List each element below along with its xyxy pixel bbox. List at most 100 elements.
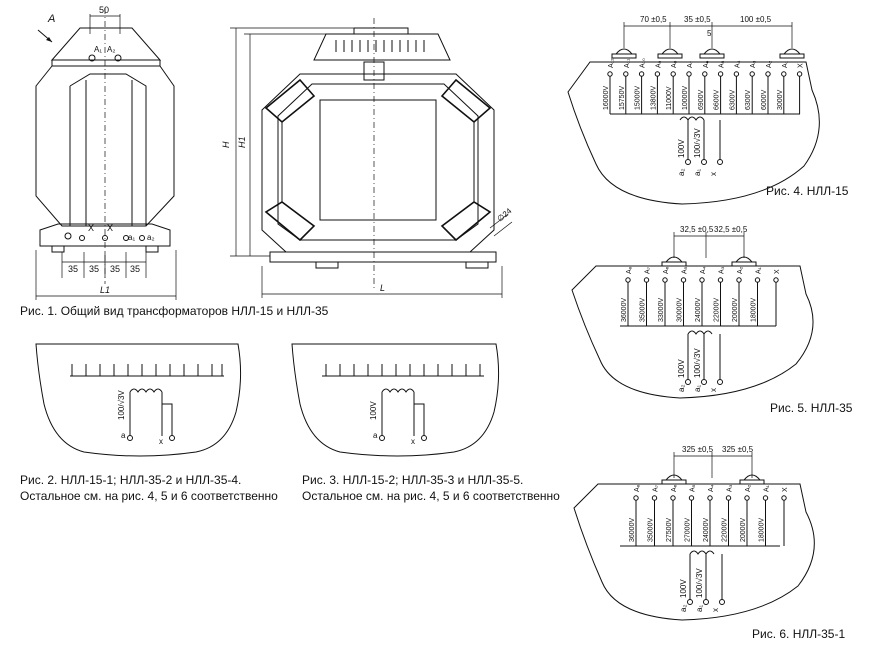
fig4-tap-label: A₃ [750,60,757,68]
spacing-2: 35 [89,264,99,274]
terminal-a2-low: a₂ [147,233,155,242]
fig4-tap-label: X [798,63,805,68]
fig5-tap-label: A₂ [737,266,744,274]
fig4-tap-terminal [623,71,629,77]
fig5-voltage-label: 33000V [658,298,665,322]
fig5-tap-terminal [773,277,779,283]
fig4-voltage-label: 3000V [777,89,784,110]
fig6-voltage-label: 36000V [629,518,636,542]
fig6-dim-2: 325 ±0,5 [722,445,754,454]
fig4-dim-4: 100 ±0,5 [740,15,772,24]
fig6-voltage-label: 18000V [759,518,766,542]
fig6-voltage-label: 35000V [648,518,655,542]
fig5-caption: Рис. 5. НЛЛ-35 [770,401,853,415]
fig5-tap-terminal [717,277,724,283]
fig2-diagram: 100/√3V a x [35,343,242,457]
fig1-front-view: A 50 A₁ A₂ X X a₁ a₂ 35 35 35 35 L1 [35,5,177,300]
fig4-voltage-label: 15750V [619,86,626,110]
fig6-tap-label: A₆ [671,484,678,492]
fig3-caption-line2: Остальное см. на рис. 4, 5 и 6 соответст… [302,489,560,503]
dim-l1: L1 [100,285,110,295]
fig6-tap-label: A₂ [745,484,752,492]
fig5-tap-terminal [662,277,668,283]
fig5-voltage-label: 18000V [751,298,758,322]
fig4-tap-terminal [702,71,708,77]
fig4-diagram: 70 ±0,5 35 ±0,5 5 100 ±0,5 A₁₂16000VA₁₁1… [567,15,820,205]
fig4-taps: A₁₂16000VA₁₁15750VA₁₀15000VA₉13800VA₈110… [603,58,805,114]
fig6-tap-label: A₈ [634,484,641,492]
fig2-caption-line1: Рис. 2. НЛЛ-15-1; НЛЛ-35-2 и НЛЛ-35-4. [20,473,242,487]
fig4-tap-terminal [733,71,740,77]
fig4-tap-terminal [638,71,645,77]
fig2-term-a: a [121,431,126,440]
fig4-tap-label: A₆ [703,60,710,68]
fig4-tap-terminal [607,71,613,77]
fig3-term-x: x [411,437,415,446]
fig3-diagram: 100V a x [291,343,500,457]
fig5-taps: A₈36000VA₇35000VA₆33000VA₅30000VA₄24000V… [621,266,781,326]
dim-h1: H1 [237,136,247,148]
fig5-tap-label: A₈ [626,266,633,274]
fig4-tap-label: A₂ [766,60,773,68]
fig6-tap-terminal [688,495,695,501]
fig5-tap-label: A₃ [719,266,726,274]
fig6-tap-label: A₄ [708,484,715,492]
fig4-voltage-label: 13800V [650,86,657,110]
fig6-sec-voltage-2: 100/√3V [695,568,704,598]
fig6-tap-terminal [707,495,713,501]
fig5-tap-label: A₄ [700,266,707,274]
fig4-tap-terminal [765,71,771,77]
fig5-tap-terminal [699,277,705,283]
fig2-voltage: 100/√3V [117,390,126,420]
fig4-dim-2: 35 ±0,5 [684,15,711,24]
fig6-sec-term-2: a₁ [695,605,704,612]
fig4-voltage-label: 11000V [666,86,673,110]
fig5-diagram: 32,5 ±0,5 32,5 ±0,5 A₈36000VA₇35000VA₆33… [571,225,814,399]
fig6-voltage-label: 24000V [703,518,710,542]
dim-hole: ∅24 [496,206,514,223]
fig4-tap-label: A₉ [655,60,662,68]
fig5-sec-voltage-1: 100V [677,359,686,378]
fig6-tap-terminal [725,495,732,501]
fig3-caption-line1: Рис. 3. НЛЛ-15-2; НЛЛ-35-3 и НЛЛ-35-5. [302,473,524,487]
fig5-dim-1: 32,5 ±0,5 [680,225,714,234]
fig6-caption: Рис. 6. НЛЛ-35-1 [752,627,846,641]
fig5-tap-terminal [754,277,761,283]
fig6-tap-label: A₅ [690,484,697,492]
fig6-tap-terminal [781,495,787,501]
fig5-tap-terminal [736,277,742,283]
fig4-sec-voltage-1: 100V [677,139,686,158]
fig4-tap-label: A₄ [734,60,741,68]
fig5-tap-label: A₁ [756,266,763,274]
fig4-tap-terminal [717,71,724,77]
fig6-voltage-label: 22000V [722,518,729,542]
fig4-sec-term-2: a₁ [693,169,702,176]
fig5-tap-terminal [680,277,687,283]
fig6-tap-label: X [782,487,789,492]
fig3-term-a: a [373,431,378,440]
fig4-voltage-label: 16000V [603,86,610,110]
fig2-term-x: x [159,437,163,446]
fig4-voltage-label: 10000V [682,86,689,110]
fig6-tap-label: A₁ [764,484,771,492]
fig5-voltage-label: 22000V [714,298,721,322]
fig5-tap-label: X [774,269,781,274]
fig4-tap-label: A₅ [719,60,726,68]
spacing-4: 35 [130,264,140,274]
fig4-voltage-label: 15000V [635,86,642,110]
fig1-side-view: H H1 ∅24 L [221,18,514,298]
fig4-tap-label: A₁₂ [608,58,615,68]
fig5-voltage-label: 20000V [732,298,739,322]
fig5-voltage-label: 36000V [621,298,628,322]
fig4-tap-terminal [749,71,755,77]
fig5-sec-term-2: a₁ [693,385,702,392]
fig6-tap-terminal [762,495,769,501]
fig2-caption-line2: Остальное см. на рис. 4, 5 и 6 соответст… [20,489,278,503]
fig6-sec-voltage-1: 100V [679,579,688,598]
fig6-tap-terminal [651,495,658,501]
fig6-tap-terminal [744,495,750,501]
fig4-tap-terminal [781,71,787,77]
fig4-tap-label: A₈ [671,60,678,68]
fig6-tap-terminal [633,495,639,501]
fig4-tap-terminal [796,71,803,77]
